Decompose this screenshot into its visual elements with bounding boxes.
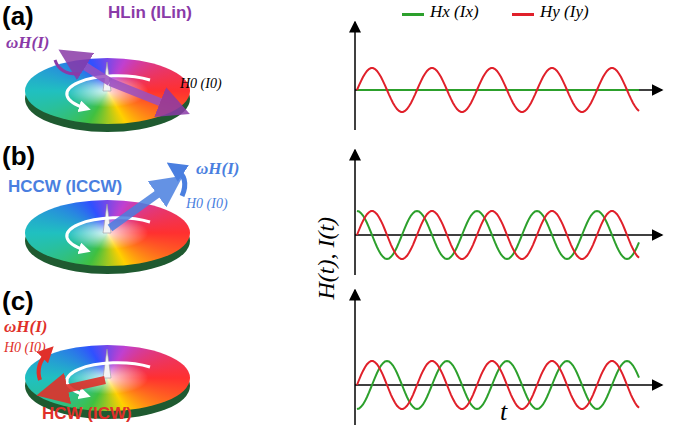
signal-curve <box>357 211 639 259</box>
signal-curve <box>357 361 639 409</box>
axis-label: t <box>500 398 507 427</box>
plot-axes <box>355 22 662 425</box>
circulation-arrow <box>67 363 150 395</box>
rotation-arrow <box>39 352 48 380</box>
field-arrow <box>110 82 175 108</box>
legend-text: Hx (Ix) <box>430 3 479 22</box>
panel-letter: (a) <box>2 2 34 31</box>
axis-label: H(t), I(t) <box>313 217 339 300</box>
field-label: HCW (ICW) <box>42 405 132 424</box>
signal-curves <box>357 68 639 409</box>
legend-swatch <box>512 13 534 16</box>
legend-swatch <box>402 13 424 16</box>
field-label: HCCW (ICCW) <box>8 178 122 197</box>
field-arrow <box>52 380 105 392</box>
rotation-label: ωH(I) <box>196 160 239 179</box>
bias-label: H0 (I0) <box>186 196 228 211</box>
rotation-label: ωH(I) <box>4 318 47 337</box>
rotation-label: ωH(I) <box>6 34 49 53</box>
circulation-arrow <box>67 218 150 250</box>
field-arrow <box>72 58 110 82</box>
bias-label: H0 (I0) <box>180 76 222 91</box>
rotation-arrow <box>55 60 80 74</box>
bias-label: H0 (I0) <box>4 340 46 355</box>
field-label: HLin (ILin) <box>108 4 192 23</box>
legend-text: Hy (Iy) <box>540 3 589 22</box>
signal-curve <box>357 211 639 259</box>
signal-curve <box>357 361 639 409</box>
panel-letter: (b) <box>2 142 35 171</box>
rotation-arrow <box>175 168 185 196</box>
panel-letter: (c) <box>2 287 34 316</box>
signal-curve <box>357 68 639 112</box>
